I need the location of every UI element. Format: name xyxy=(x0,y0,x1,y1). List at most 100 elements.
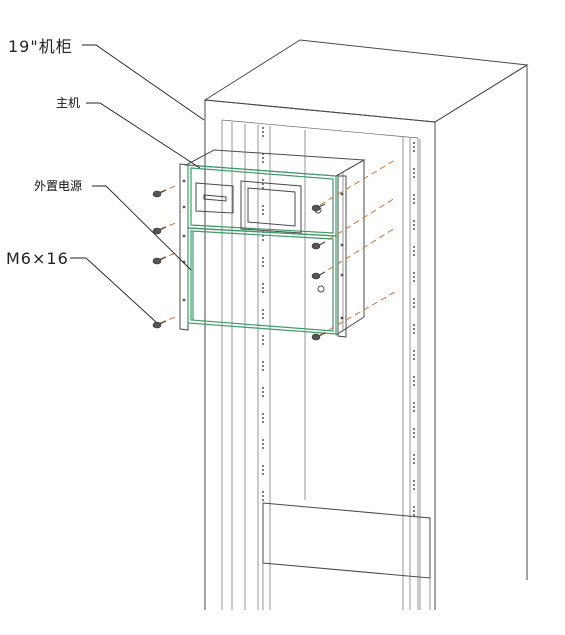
right-rail-holes xyxy=(413,142,415,516)
cabinet-leader-line xyxy=(82,44,205,121)
rail-hole xyxy=(262,213,264,215)
host-leader-line xyxy=(86,102,201,169)
host-front-panel xyxy=(187,164,337,237)
cabinet-bottom-panel xyxy=(262,502,431,610)
cabinet-19-inch xyxy=(203,39,529,610)
rail-hole xyxy=(413,150,415,152)
rail-hole xyxy=(262,205,264,207)
rail-hole xyxy=(413,458,415,460)
rail-hole xyxy=(413,302,415,304)
rail-hole xyxy=(262,283,264,285)
screw-icon xyxy=(152,226,167,235)
rail-hole xyxy=(262,417,264,419)
rail-hole xyxy=(413,428,415,430)
rail-hole xyxy=(413,168,415,170)
screw-icon xyxy=(311,203,326,212)
rail-hole xyxy=(413,376,415,378)
rail-hole xyxy=(413,402,415,404)
cabinet-top-face xyxy=(203,39,529,123)
rail-hole xyxy=(413,276,415,278)
screw-label: M6×16 xyxy=(6,249,69,268)
rail-hole xyxy=(262,469,264,471)
rail-hole xyxy=(413,506,415,508)
rail-hole xyxy=(262,131,264,133)
rail-hole xyxy=(262,287,264,289)
rail-hole xyxy=(262,157,264,159)
rail-hole xyxy=(413,358,415,360)
cabinet-right-side xyxy=(434,64,528,560)
rail-hole xyxy=(413,142,415,144)
rail-hole xyxy=(262,161,264,163)
rail-hole xyxy=(262,343,264,345)
rail-hole xyxy=(413,194,415,196)
host-label: 主机 xyxy=(56,96,80,110)
rail-hole xyxy=(262,187,264,189)
power-supply-leader-line xyxy=(92,185,192,271)
rail-hole xyxy=(413,198,415,200)
rail-hole xyxy=(262,439,264,441)
rail-hole xyxy=(262,491,264,493)
cabinet-label: 19"机柜 xyxy=(8,37,73,56)
rail-hole xyxy=(262,313,264,315)
rail-hole xyxy=(262,413,264,415)
right-mounting-ear xyxy=(337,175,347,338)
rail-hole xyxy=(413,224,415,226)
rail-hole xyxy=(262,365,264,367)
rail-hole xyxy=(413,324,415,326)
rail-hole xyxy=(413,384,415,386)
rail-hole xyxy=(413,250,415,252)
left-mounting-rail xyxy=(231,122,271,610)
rail-hole xyxy=(413,306,415,308)
screw-icon xyxy=(152,256,167,265)
rail-hole xyxy=(262,495,264,497)
screw-icon xyxy=(152,189,167,198)
rail-hole xyxy=(262,135,264,137)
rail-hole xyxy=(413,462,415,464)
rail-hole xyxy=(262,127,264,129)
rail-hole xyxy=(413,354,415,356)
screws-m6x16 xyxy=(152,189,326,341)
rail-hole xyxy=(413,454,415,456)
rail-hole xyxy=(262,361,264,363)
rail-hole xyxy=(262,309,264,311)
rail-hole xyxy=(262,447,264,449)
rail-hole xyxy=(413,436,415,438)
rail-hole xyxy=(413,332,415,334)
rail-hole xyxy=(413,280,415,282)
rail-hole xyxy=(413,254,415,256)
rail-hole xyxy=(413,146,415,148)
rail-hole xyxy=(413,350,415,352)
power-indicator-icon xyxy=(317,285,325,293)
display-screen xyxy=(240,180,302,234)
rail-hole xyxy=(413,328,415,330)
rail-hole xyxy=(413,514,415,516)
callout-leaders xyxy=(70,44,205,323)
rail-hole xyxy=(262,183,264,185)
rail-hole xyxy=(262,443,264,445)
host-top-face xyxy=(184,149,366,177)
rail-hole xyxy=(262,369,264,371)
rail-hole xyxy=(262,391,264,393)
rail-hole xyxy=(262,291,264,293)
rail-hole xyxy=(262,239,264,241)
screw-axis-lines xyxy=(159,159,396,336)
screw-icon xyxy=(152,320,167,329)
host-assembly xyxy=(179,149,366,338)
left-mounting-ear xyxy=(179,163,189,331)
rail-hole xyxy=(413,488,415,490)
rail-hole xyxy=(413,220,415,222)
rail-hole xyxy=(413,172,415,174)
power-supply-front-panel xyxy=(187,227,337,335)
rail-hole xyxy=(262,261,264,263)
host-right-face xyxy=(335,159,365,336)
rail-hole xyxy=(262,257,264,259)
rail-hole xyxy=(413,410,415,412)
rail-hole xyxy=(262,499,264,501)
rail-hole xyxy=(413,510,415,512)
rail-hole xyxy=(413,480,415,482)
rail-hole xyxy=(262,179,264,181)
cabinet-front-top-edge xyxy=(204,99,436,610)
rail-hole xyxy=(413,202,415,204)
rail-hole xyxy=(413,272,415,274)
